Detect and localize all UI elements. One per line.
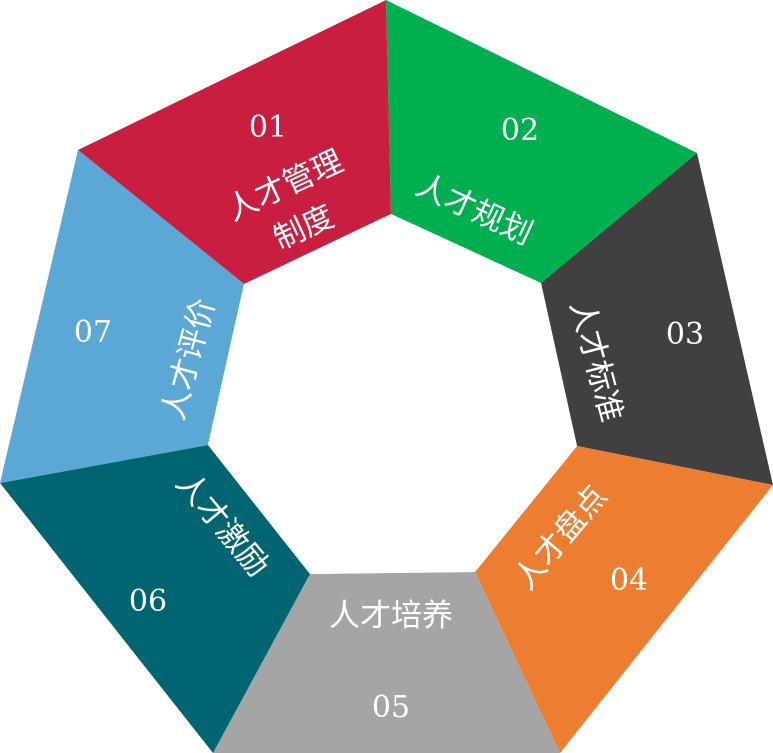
segment-05: 05 人才培养 xyxy=(213,572,560,753)
segment-01-number: 01 xyxy=(249,110,287,145)
segment-04: 04 人才盘点 xyxy=(475,446,773,753)
segment-07-number: 07 xyxy=(74,315,112,350)
segment-02: 02 人才规划 xyxy=(386,0,697,283)
segment-07-shape xyxy=(0,150,244,483)
segment-04-shape xyxy=(475,446,773,753)
segment-01-shape xyxy=(78,0,391,284)
segment-03: 03 人才标准 xyxy=(541,153,773,485)
segment-03-shape xyxy=(541,153,773,485)
segment-02-number: 02 xyxy=(501,113,539,148)
segment-05-label: 人才培养 xyxy=(329,598,453,634)
segment-05-number: 05 xyxy=(372,690,410,725)
segment-02-shape xyxy=(386,0,697,283)
segment-03-number: 03 xyxy=(666,317,704,352)
center-hole xyxy=(208,214,577,574)
segment-06-number: 06 xyxy=(129,584,167,619)
segment-04-number: 04 xyxy=(610,563,648,598)
segment-06-shape xyxy=(0,445,310,753)
segment-05-shape xyxy=(213,572,560,753)
segment-07: 07 人才评价 xyxy=(0,150,244,483)
